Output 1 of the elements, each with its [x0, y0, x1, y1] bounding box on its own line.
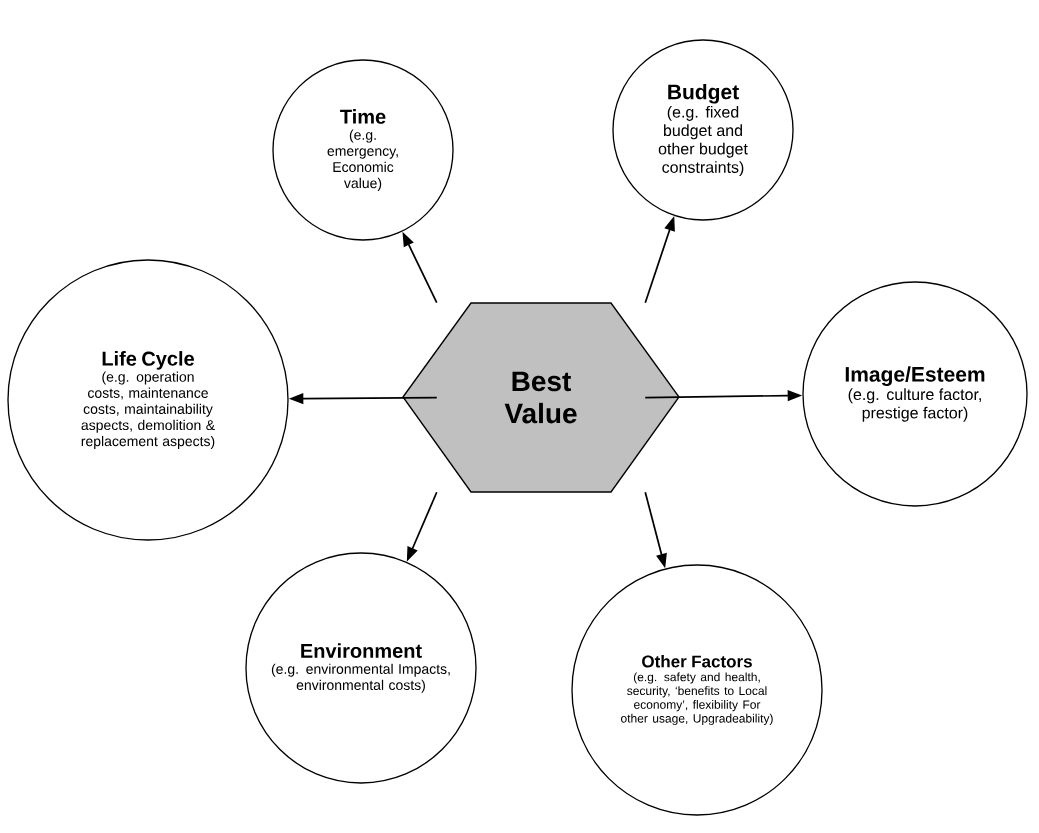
hexagon: Best Value [402, 302, 680, 493]
